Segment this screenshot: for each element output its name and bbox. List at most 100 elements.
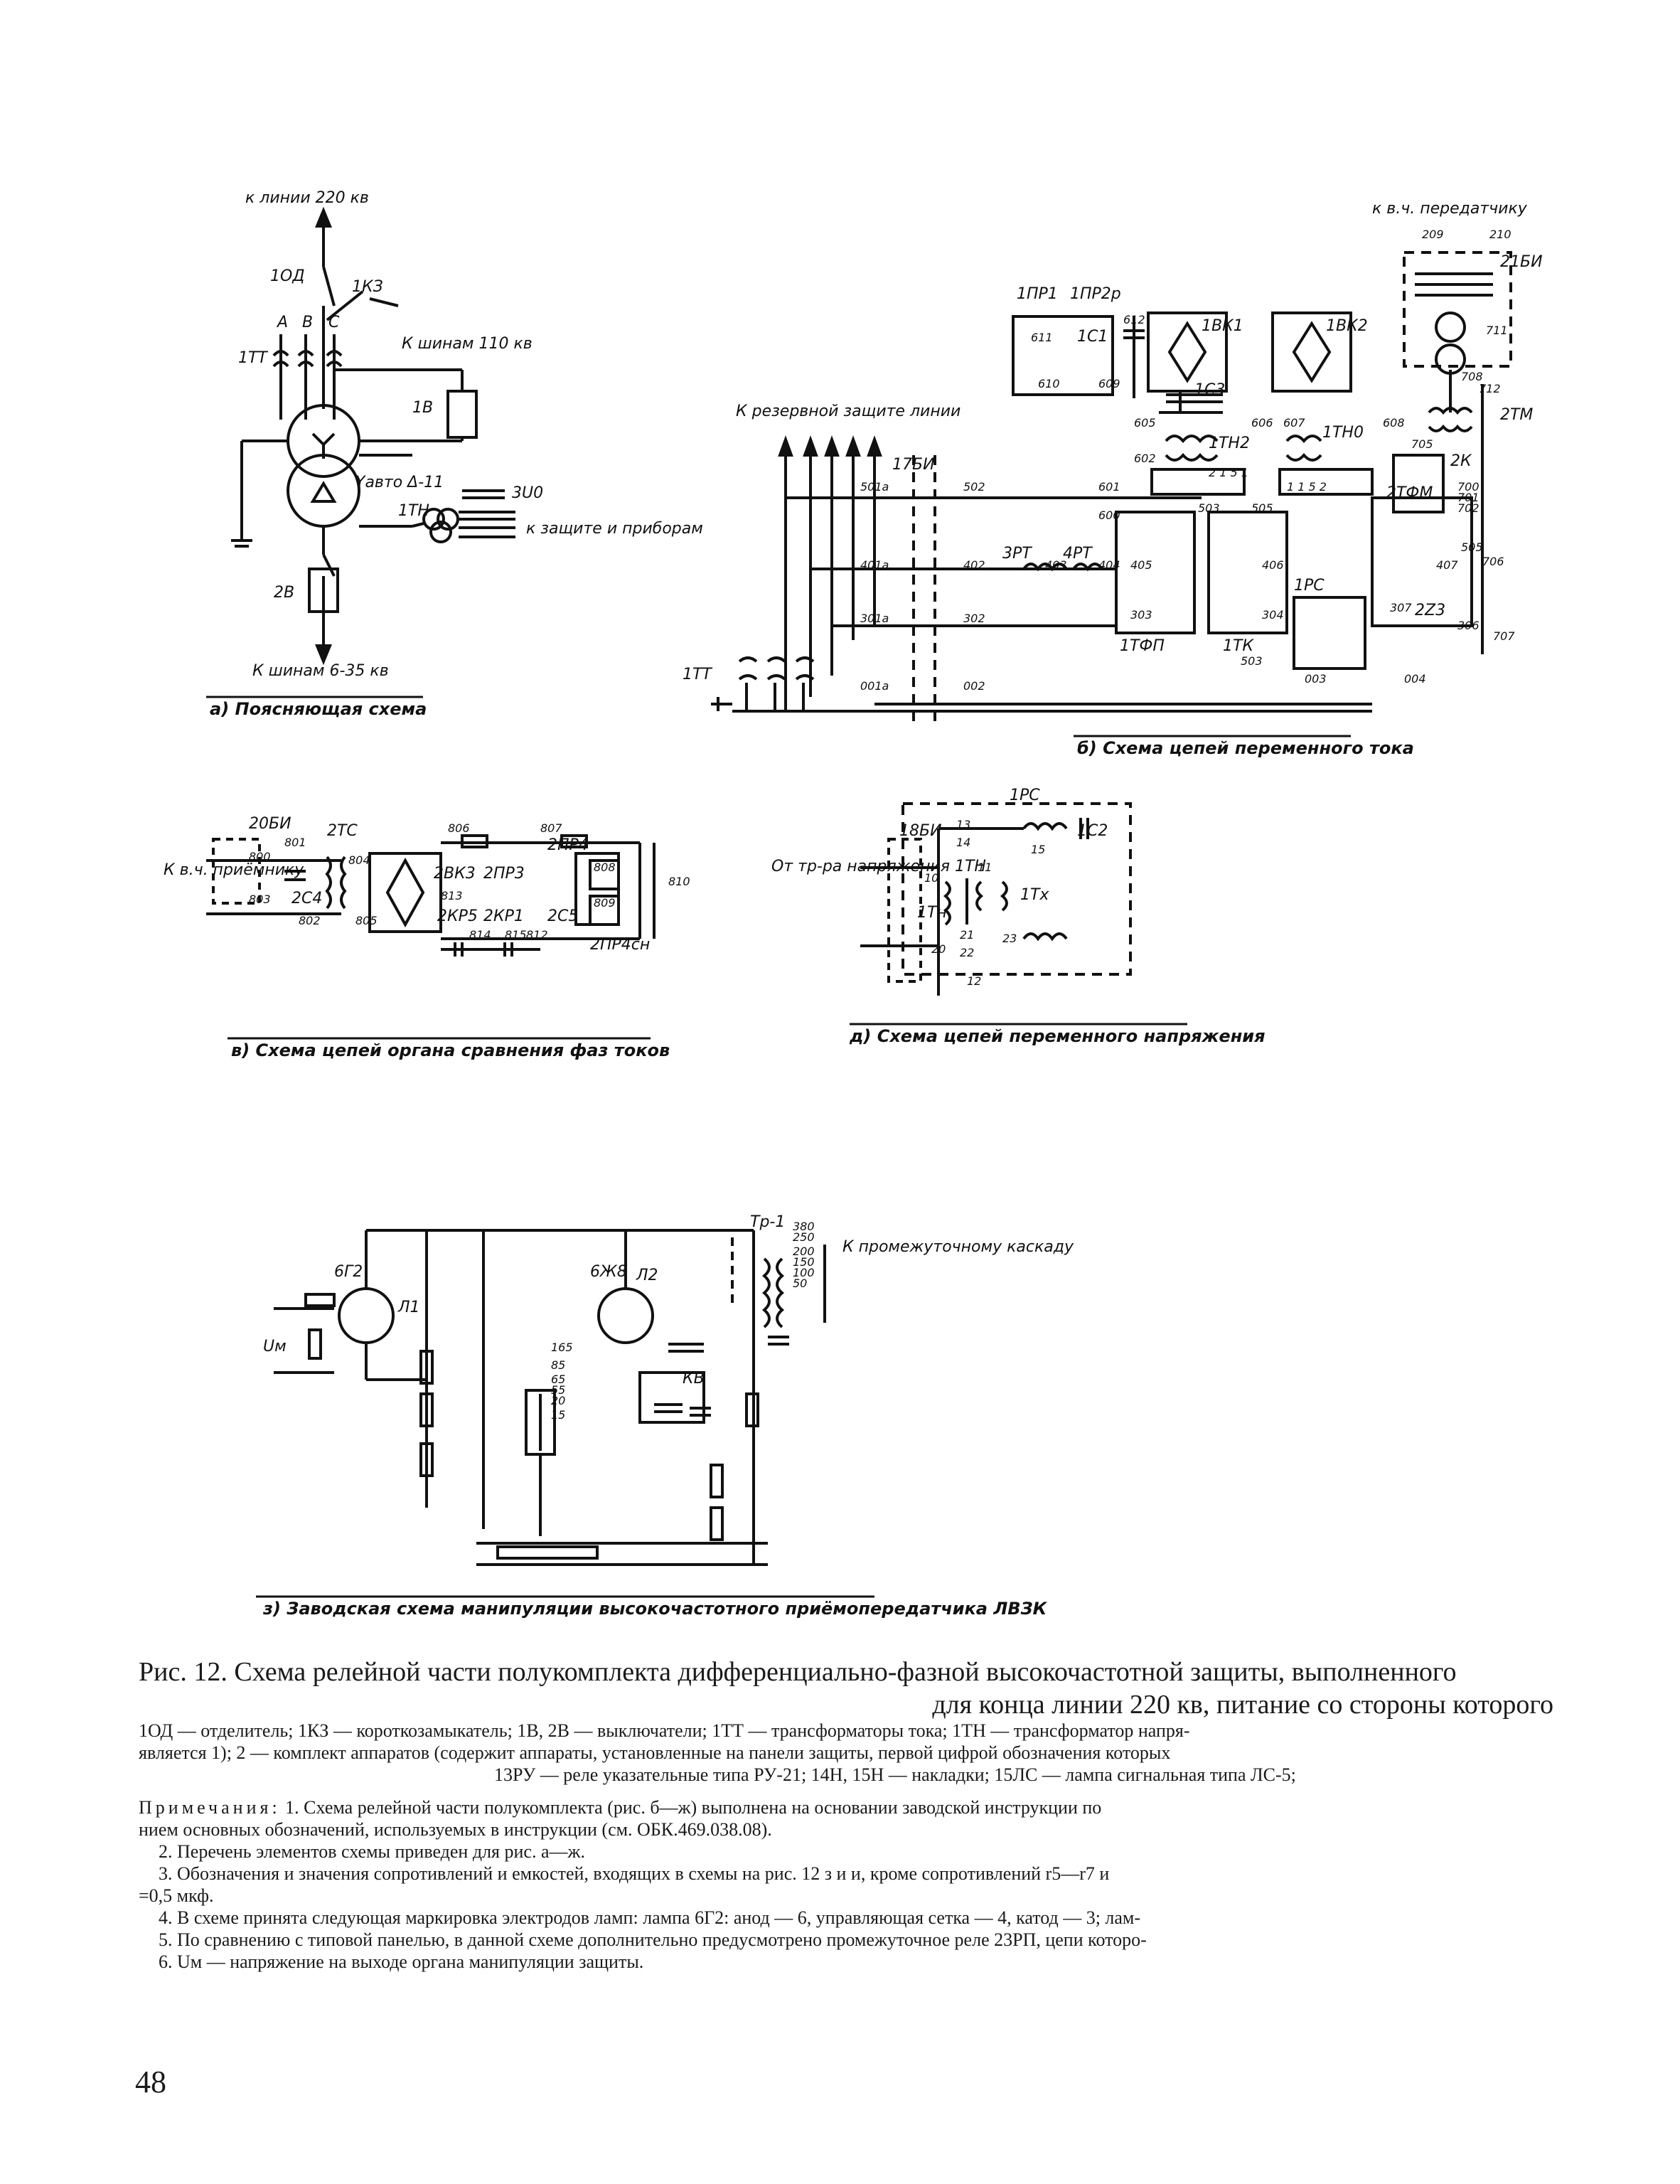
svg-text:250: 250 [793,1230,815,1244]
svg-text:209: 209 [1422,228,1444,241]
svg-text:602: 602 [1134,452,1156,465]
label-4rt: 4РТ [1063,545,1093,563]
svg-text:001а: 001а [860,679,889,693]
label-1pr1: 1ПР1 [1017,285,1058,303]
subcaption-v: в) Схема цепей органа сравнения фаз токо… [231,1040,670,1060]
label-l2: Л2 [636,1267,658,1284]
svg-text:401а: 401а [860,558,889,572]
svg-text:607: 607 [1283,416,1305,430]
label-to-protection: к защите и приборам [526,520,703,538]
svg-text:705: 705 [1411,437,1433,451]
label-breaker-2: 2В [274,584,294,602]
legend-line-1: 1ОД — отделитель; 1КЗ — короткозамыкател… [139,1720,1190,1741]
svg-text:805: 805 [355,914,378,927]
svg-text:303: 303 [1130,608,1152,622]
svg-text:814: 814 [469,928,491,942]
label-auto-transformer: Yавто Δ-11 [355,474,444,491]
svg-text:503: 503 [1198,501,1220,515]
svg-text:150: 150 [793,1255,815,1269]
label-l1: Л1 [397,1299,420,1316]
svg-text:502: 502 [963,480,985,494]
svg-text:611: 611 [1031,331,1053,344]
figure-notes: Примечания: 1. Схема релейной части полу… [139,1796,1553,1973]
label-2pr3: 2ПР3 [483,865,525,883]
svg-text:200: 200 [793,1245,815,1258]
label-2vk3: 2ВК3 [434,865,476,883]
svg-text:700: 700 [1457,480,1480,494]
label-1tk: 1ТК [1223,637,1254,655]
svg-text:610: 610 [1038,377,1060,390]
label-2pr4: 2ПР4 [547,836,589,854]
caption-line-1: Рис. 12. Схема релейной части полукомпле… [139,1657,1457,1687]
svg-text:804: 804 [348,853,370,867]
label-3u0: 3U0 [512,484,543,502]
svg-text:803: 803 [249,893,271,906]
page-number: 48 [135,2065,166,2099]
svg-text:701: 701 [1457,491,1480,504]
label-um: Uм [263,1338,287,1355]
svg-text:14: 14 [956,836,970,849]
svg-text:402: 402 [963,558,985,572]
svg-text:003: 003 [1305,672,1327,686]
svg-text:50: 50 [793,1277,807,1290]
label-2pr4sn: 2ПР4сн [590,936,650,954]
svg-text:702: 702 [1457,501,1480,515]
label-20bi: 20БИ [249,815,291,833]
svg-text:100: 100 [793,1266,815,1279]
label-current-transformer: 1ТТ [238,349,268,367]
svg-text:210: 210 [1489,228,1512,241]
svg-text:22: 22 [960,946,974,959]
svg-text:404: 404 [1098,558,1120,572]
label-2tfm: 2ТФМ [1386,484,1433,502]
label-1tno: 1ТН0 [1322,424,1364,442]
label-1tfp: 1ТФП [1120,637,1165,655]
svg-text:601: 601 [1098,480,1120,494]
svg-text:405: 405 [1130,558,1152,572]
svg-text:304: 304 [1262,608,1284,622]
svg-text:12: 12 [967,974,981,988]
svg-text:21: 21 [960,928,974,942]
label-voltage-transformer: 1ТН [398,502,429,520]
label-phase-c: С [328,314,340,331]
note-6: 6. Uм — напряжение на выходе органа мани… [159,1951,644,1972]
svg-text:809: 809 [594,896,616,910]
label-to-cascade: К промежуточному каскаду [842,1238,1074,1256]
svg-text:815: 815 [505,928,527,942]
label-from-vt: От тр-ра напряжения 1ТН [771,858,986,875]
figure-legend: 1ОД — отделитель; 1КЗ — короткозамыкател… [139,1720,1553,1786]
label-disconnector: 1ОД [270,267,305,285]
svg-text:55: 55 [551,1383,565,1397]
label-to-transmitter: к в.ч. передатчику [1372,200,1528,218]
note-1a: 1. Схема релейной части полукомплекта (р… [285,1797,1102,1818]
svg-text:812: 812 [526,928,548,942]
label-1rs-d: 1РС [1010,787,1040,804]
label-2k: 2К [1450,452,1472,470]
label-1vk1: 1ВК1 [1202,317,1243,335]
subcaption-z: з) Заводская схема манипуляции высокочас… [262,1599,1048,1619]
label-line-220kv: к линии 220 кв [245,189,369,207]
note-3: 3. Обозначения и значения сопротивлений … [159,1863,1110,1884]
label-1tx: 1Тх [1020,886,1049,904]
legend-line-2: является 1); 2 — комплект аппаратов (сод… [139,1742,1171,1763]
label-short-circuiter: 1КЗ [352,278,383,296]
label-2c4: 2С4 [291,890,322,907]
label-breaker-1: 1В [412,399,433,417]
figure-caption: Рис. 12. Схема релейной части полукомпле… [139,1656,1553,1721]
svg-text:15: 15 [1031,843,1045,856]
note-5: 5. По сравнению с типовой панелью, в дан… [159,1929,1147,1950]
svg-text:609: 609 [1098,377,1120,390]
svg-text:2 1 5 1: 2 1 5 1 [1209,466,1248,479]
label-1c1: 1С1 [1077,328,1108,346]
svg-text:165: 165 [551,1341,573,1354]
label-1rs: 1РС [1294,577,1325,595]
label-bus-6-35kv: К шинам 6-35 кв [252,662,389,680]
svg-text:306: 306 [1457,619,1480,632]
svg-text:10: 10 [924,871,938,885]
svg-text:406: 406 [1262,558,1284,572]
svg-text:503: 503 [1241,654,1263,668]
svg-text:11: 11 [978,861,992,874]
svg-text:23: 23 [1002,932,1017,945]
label-phase-a: А [276,314,288,331]
svg-text:004: 004 [1404,672,1426,686]
